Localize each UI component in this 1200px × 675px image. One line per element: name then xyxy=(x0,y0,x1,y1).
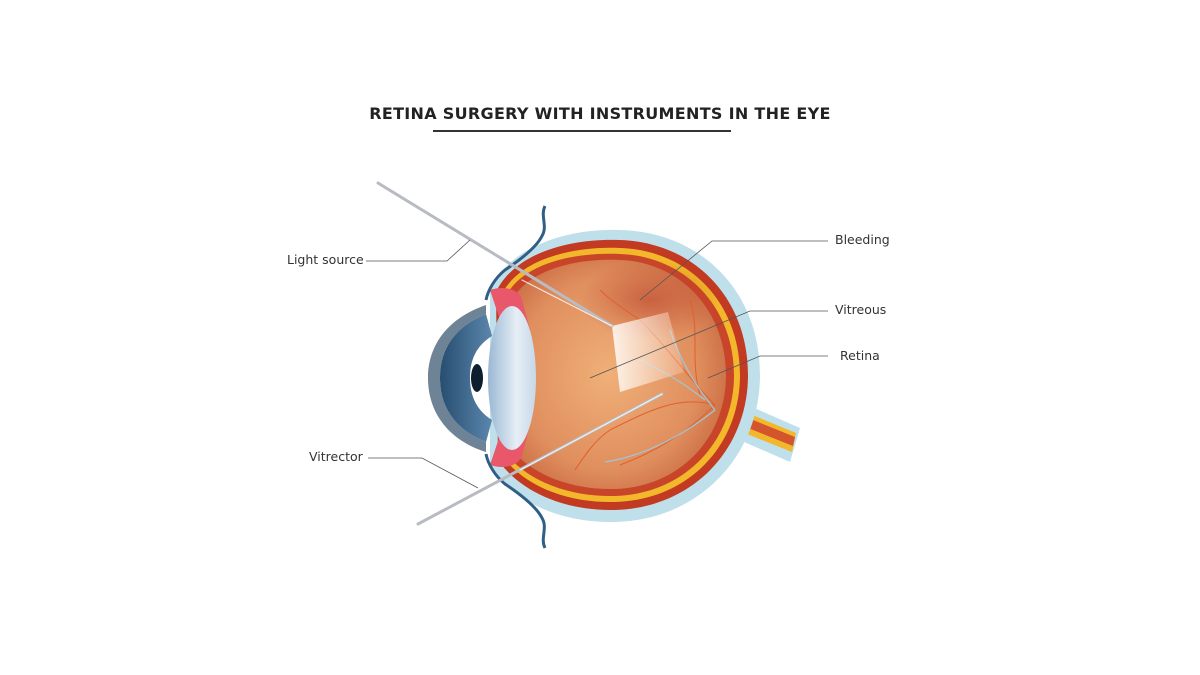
leader-vitrector xyxy=(368,457,479,489)
label-bleeding: Bleeding xyxy=(835,232,890,247)
leader-vitreous xyxy=(589,310,828,379)
lens xyxy=(488,306,536,450)
light-source-instrument xyxy=(376,181,614,328)
leader-lines xyxy=(366,239,828,489)
vitrector-instrument-highlight xyxy=(519,393,663,471)
leader-light-source xyxy=(366,239,471,262)
cornea xyxy=(428,305,486,452)
label-vitreous: Vitreous xyxy=(835,302,887,317)
leader-bleeding xyxy=(639,240,828,301)
bleeding-area xyxy=(580,260,720,340)
light-beam xyxy=(612,312,684,392)
label-retina: Retina xyxy=(840,348,880,363)
diagram-title: RETINA SURGERY WITH INSTRUMENTS IN THE E… xyxy=(369,104,831,123)
pupil xyxy=(471,364,483,392)
label-light-source: Light source xyxy=(287,252,364,267)
leader-retina xyxy=(707,355,828,379)
light-source-instrument-highlight xyxy=(521,279,613,327)
title-underline xyxy=(433,130,731,132)
upper-conjunctiva xyxy=(484,205,547,301)
iris xyxy=(440,314,492,442)
lower-conjunctiva xyxy=(484,453,547,549)
label-vitrector: Vitrector xyxy=(309,449,363,464)
